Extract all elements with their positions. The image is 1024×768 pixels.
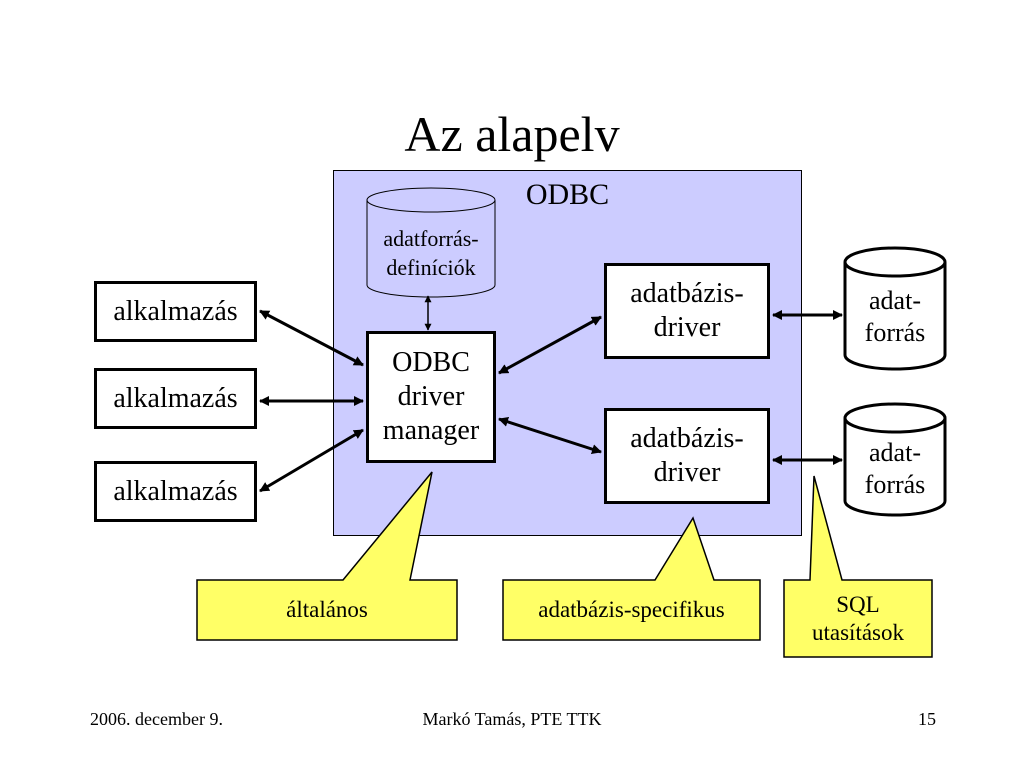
data-source-label-1: adat- forrás [864, 286, 926, 347]
driver-label: adatbázis- driver [630, 423, 744, 488]
data-source-label-2: adat- forrás [864, 438, 926, 499]
driver-box-2: adatbázis- driver [604, 408, 770, 504]
callout-specific-text: adatbázis-specifikus [538, 597, 725, 622]
driver-label: adatbázis- driver [630, 278, 744, 343]
application-box-3: alkalmazás [94, 461, 257, 522]
footer-page-number: 15 [918, 709, 936, 729]
definitions-label: adatforrás- definíciók [383, 226, 479, 280]
odbc-region-label: ODBC [525, 178, 610, 211]
driver-box-1: adatbázis- driver [604, 263, 770, 359]
callout-general-shape [196, 471, 458, 641]
footer-author: Markó Tamás, PTE TTK [422, 709, 602, 729]
callout-sql-text: SQL utasítások [812, 591, 904, 645]
arrow-manager-driver1 [498, 315, 602, 375]
footer-date: 2006. december 9. [90, 709, 223, 729]
callout-general-text: általános [286, 597, 368, 622]
driver-manager-label: ODBC driver manager [382, 347, 480, 446]
arrow-app3-manager [259, 428, 364, 493]
driver-manager-box: ODBC driver manager [366, 331, 496, 463]
data-source-cylinder-2 [843, 402, 947, 517]
data-source-cylinder-1 [843, 246, 947, 371]
callout-sql-shape [783, 475, 933, 658]
application-box-1: alkalmazás [94, 281, 257, 342]
application-label: alkalmazás [113, 295, 238, 327]
arrow-manager-driver2 [498, 417, 602, 454]
application-label: alkalmazás [113, 382, 238, 414]
slide-title: Az alapelv [404, 106, 620, 162]
application-box-2: alkalmazás [94, 368, 257, 429]
callout-specific-shape [502, 516, 761, 641]
arrow-app1-manager [259, 309, 364, 367]
application-label: alkalmazás [113, 475, 238, 507]
